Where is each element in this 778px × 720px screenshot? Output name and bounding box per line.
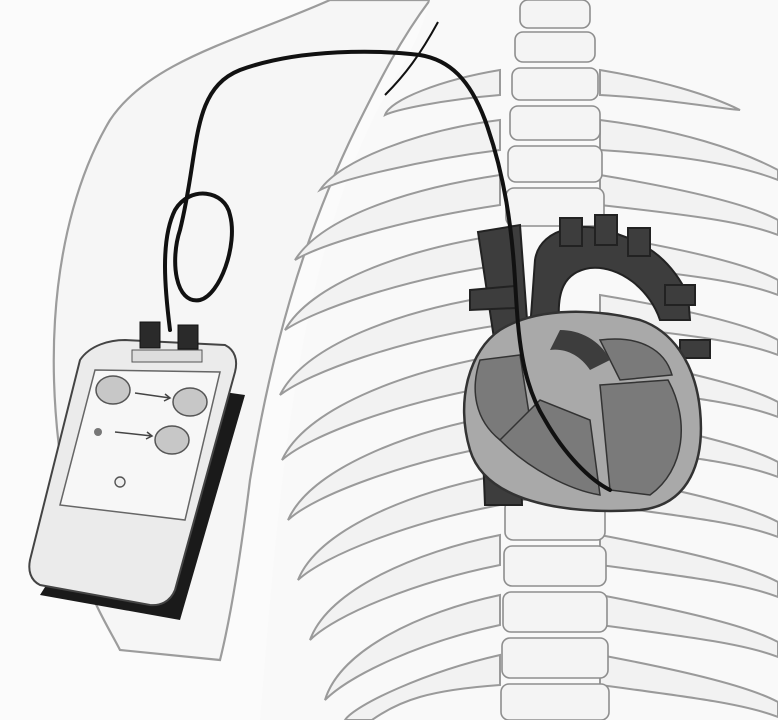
- output-dial[interactable]: [173, 388, 207, 416]
- pulmonary-artery: [470, 286, 516, 310]
- rate-dial[interactable]: [96, 376, 130, 404]
- lead-connector-left: [140, 322, 160, 348]
- power-switch-icon[interactable]: [115, 477, 125, 487]
- sensitivity-dial[interactable]: [155, 426, 189, 454]
- lead-connector-right: [178, 325, 198, 349]
- pace-indicator-icon: [94, 428, 102, 436]
- indicator-strip: [132, 350, 202, 362]
